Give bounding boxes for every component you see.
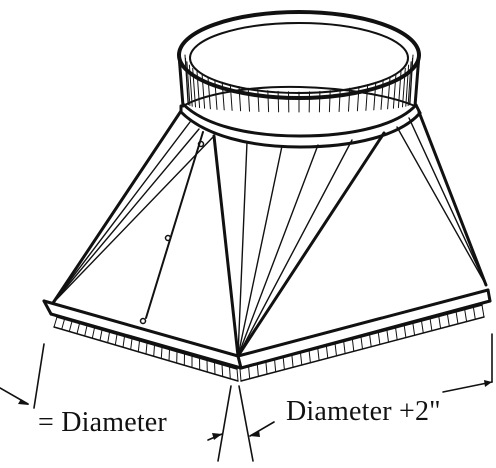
base-hatch-line <box>447 314 449 326</box>
collar-rib <box>366 85 368 111</box>
rivet-bottom <box>141 319 146 324</box>
rivet-top <box>199 142 204 147</box>
collar-rib <box>329 91 330 112</box>
base-hatch-line <box>169 350 170 361</box>
base-hatch-line <box>396 328 398 340</box>
collar-rib <box>278 91 279 112</box>
base-hatch-line <box>257 364 258 376</box>
base-hatch-line <box>361 337 363 349</box>
left-slope-outer <box>53 111 181 303</box>
right-dimension-arrowhead <box>484 380 492 387</box>
base-hatch-line <box>422 321 424 333</box>
base-hatch-line <box>309 351 310 363</box>
collar-rib <box>339 90 340 112</box>
front-facet-line-1 <box>238 142 247 356</box>
base-hatch-line <box>92 328 94 339</box>
base-hatch-line <box>465 310 467 322</box>
base-hatch-line <box>283 358 284 370</box>
base-hatch-line <box>326 346 327 358</box>
base-right-lower <box>241 301 490 368</box>
base-hatch-line <box>266 362 267 374</box>
base-hatch-line <box>115 334 117 345</box>
flange-band-bottom <box>181 112 420 147</box>
base-hatch-line <box>146 343 147 354</box>
left-seam-line <box>146 132 203 318</box>
base-hatch-line <box>77 324 80 334</box>
base-hatch-line <box>456 312 458 324</box>
base-hatch-line <box>240 369 241 381</box>
base-hatch-line <box>108 332 110 343</box>
left-dimension-label: = Diameter <box>38 409 167 437</box>
collar-ribs <box>185 55 413 112</box>
base-hatch-line <box>387 330 389 342</box>
collar-rib <box>258 90 259 112</box>
center-extension-right <box>239 386 253 461</box>
base-hatch-line <box>275 360 276 372</box>
base-hatch-line <box>404 326 406 338</box>
base-hatch-line <box>430 319 432 331</box>
right-facet-line-2 <box>409 118 486 285</box>
base-hatch-line <box>482 305 484 317</box>
base-hatch-line <box>230 367 231 379</box>
front-slope-left <box>214 136 238 356</box>
rivet-middle <box>166 236 171 241</box>
base-hatch-line <box>370 335 372 347</box>
base-hatch-line <box>292 355 293 367</box>
base-hatch-right <box>240 305 484 381</box>
base-hatch-line <box>344 342 345 354</box>
right-slope-outer <box>419 112 486 285</box>
base-hatch-line <box>318 348 319 360</box>
base-hatch-line <box>85 326 87 336</box>
right-facet-line-1 <box>397 127 486 285</box>
base-hatch-line <box>301 353 302 365</box>
base-hatch-line <box>222 365 223 377</box>
base-hatch-line <box>54 317 57 327</box>
base-right-end <box>488 290 490 301</box>
left-extension-line <box>34 344 44 408</box>
left-facet-line-2 <box>53 122 190 303</box>
base-hatch-line <box>335 344 336 356</box>
base-hatch-line <box>138 341 139 352</box>
base-hatch-line <box>161 347 162 358</box>
collar-rib <box>230 85 232 111</box>
base-hatch-line <box>413 323 415 335</box>
collar-rib <box>248 88 249 111</box>
base-hatch-line <box>249 367 250 379</box>
base-hatch-line <box>100 330 102 341</box>
collar-rib <box>357 87 359 111</box>
base-hatch-line <box>123 337 125 348</box>
base-hatch-line <box>473 307 475 319</box>
front-facet-line-4 <box>238 140 352 356</box>
base-hatch-line <box>131 339 132 350</box>
collar-rib <box>268 91 269 112</box>
base-hatch-line <box>352 339 353 351</box>
center-extension-left <box>218 386 231 461</box>
left-facet-line-3 <box>53 136 214 303</box>
base-hatch-line <box>215 363 216 375</box>
base-hatch-line <box>62 319 65 329</box>
center-right-arrowhead <box>250 430 260 437</box>
base-hatch-line <box>378 332 380 344</box>
right-dimension-label: Diameter +2" <box>286 398 441 426</box>
base-left-top <box>44 301 238 356</box>
base-hatch-line <box>439 316 441 328</box>
base-hatch-line <box>69 321 72 331</box>
base-hatch-line <box>237 369 238 381</box>
collar-rib <box>319 91 320 112</box>
base-hatch-line <box>154 345 155 356</box>
center-left-arrowhead <box>212 433 222 440</box>
